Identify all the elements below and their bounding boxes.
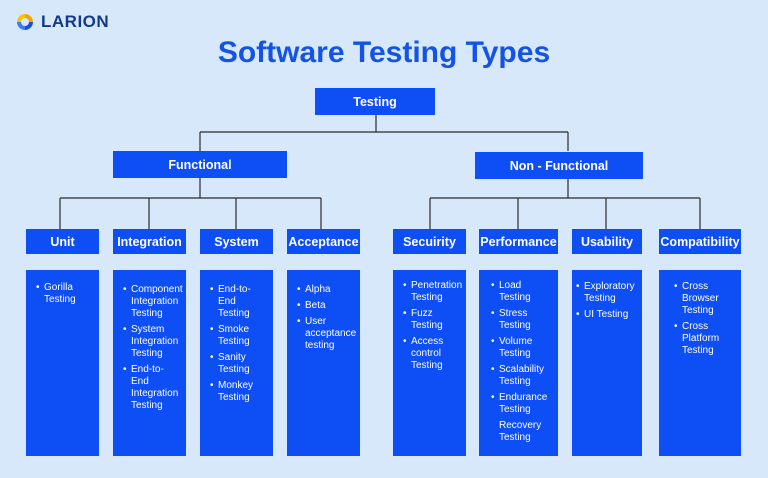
items-box-integration: Component Integration Testing System Int…: [113, 270, 186, 456]
category-node-integration: Integration: [113, 229, 186, 254]
category-node-unit: Unit: [26, 229, 99, 254]
list-item: Access control Testing: [403, 336, 460, 372]
items-box-acceptance: Alpha Beta User acceptance testing: [287, 270, 360, 456]
list-item: Gorilla Testing: [36, 282, 93, 306]
list-item: User acceptance testing: [297, 316, 356, 352]
list-item: Fuzz Testing: [403, 308, 460, 332]
category-node-system: System: [200, 229, 273, 254]
list-item: Beta: [297, 300, 354, 312]
list-item: Penetration Testing: [403, 280, 462, 304]
list-item: Stress Testing: [491, 308, 554, 332]
list-item: UI Testing: [576, 309, 638, 321]
list-item: End-to-End Testing: [210, 284, 267, 320]
branch-node-non-functional: Non - Functional: [475, 152, 643, 179]
list-item: Scalability Testing: [491, 364, 554, 388]
list-item: Cross Platform Testing: [674, 321, 735, 357]
brand-name: LARION: [41, 12, 110, 31]
category-node-compatibility: Compatibility: [659, 229, 741, 254]
page-title: Software Testing Types: [217, 36, 551, 69]
category-node-usability: Usability: [572, 229, 642, 254]
branch-node-functional: Functional: [113, 151, 287, 178]
list-item: Cross Browser Testing: [674, 281, 735, 317]
items-box-system: End-to-End Testing Smoke Testing Sanity …: [200, 270, 273, 456]
items-box-unit: Gorilla Testing: [26, 270, 99, 456]
list-item: Sanity Testing: [210, 352, 267, 376]
list-item: System Integration Testing: [123, 324, 180, 360]
list-item: Exploratory Testing: [576, 281, 638, 305]
list-item: Alpha: [297, 284, 354, 296]
list-item: Recovery Testing: [499, 420, 542, 443]
items-box-performance: Load Testing Stress Testing Volume Testi…: [479, 270, 558, 456]
items-box-compatibility: Cross Browser Testing Cross Platform Tes…: [659, 270, 741, 456]
brand-logo: LARION: [15, 12, 109, 32]
category-node-acceptance: Acceptance: [287, 229, 360, 254]
category-node-security: Secuirity: [393, 229, 466, 254]
root-node-testing: Testing: [315, 88, 435, 115]
list-item: Monkey Testing: [210, 380, 267, 404]
list-item: Load Testing: [491, 280, 554, 304]
larion-logo-icon: [17, 14, 33, 30]
list-item: Component Integration Testing: [123, 284, 183, 320]
list-item: End-to-End Integration Testing: [123, 364, 180, 412]
items-box-security: Penetration Testing Fuzz Testing Access …: [393, 270, 466, 456]
list-item: Endurance Testing: [491, 392, 554, 416]
category-node-performance: Performance: [479, 229, 558, 254]
list-item: Smoke Testing: [210, 324, 267, 348]
list-item: Volume Testing: [491, 336, 554, 360]
items-box-usability: Exploratory Testing UI Testing: [572, 270, 642, 456]
